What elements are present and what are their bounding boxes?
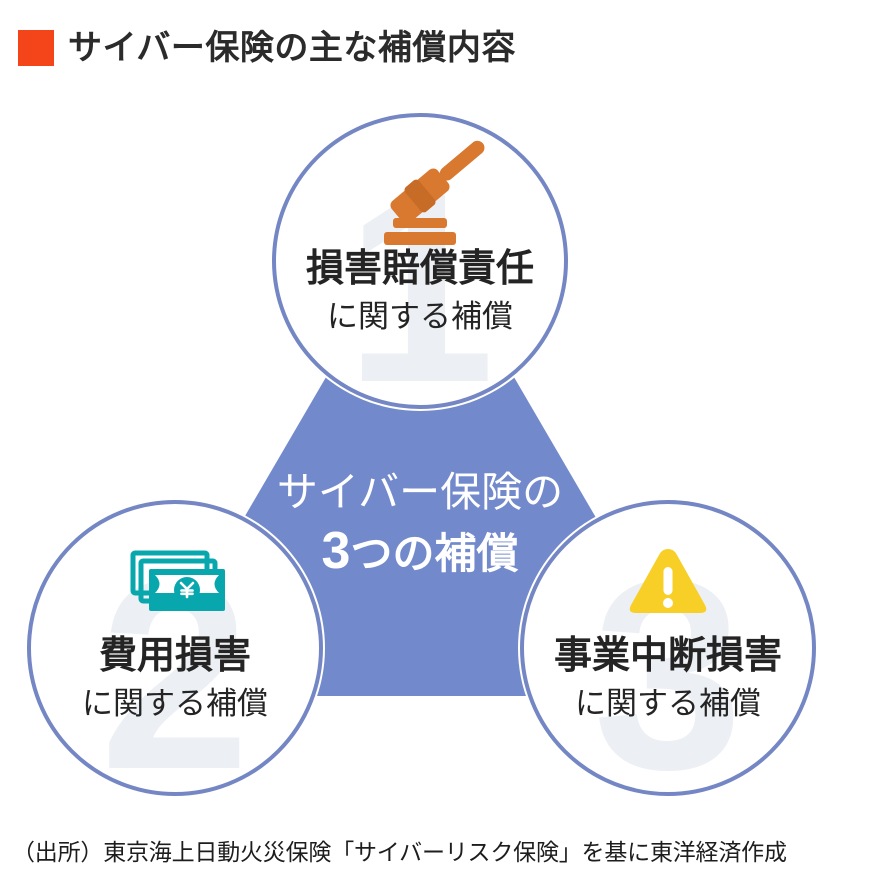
center-label: サイバー保険の 3つの補償 <box>277 469 563 580</box>
node-3-circle[interactable] <box>520 500 816 796</box>
node-card-3[interactable]: 3 事業中断損害 に関する補償 <box>520 500 816 826</box>
coverage-diagram: サイバー保険の 3つの補償 1 損害賠償責任 に関する補償 <box>0 96 870 826</box>
node-card-2[interactable]: 2 費用損害 に関する補償 <box>27 500 323 826</box>
center-label-suffix: つの補償 <box>350 530 518 577</box>
page-title: サイバー保険の主な補償内容 <box>68 29 516 67</box>
node-1-heading: 損害賠償責任 <box>306 248 534 290</box>
node-2-circle[interactable] <box>27 500 323 796</box>
center-label-line1: サイバー保険の <box>277 469 563 515</box>
node-1-circle[interactable] <box>272 113 568 409</box>
node-2-heading: 費用損害 <box>99 635 251 677</box>
banknotes-yen-icon <box>130 550 225 611</box>
node-1-subheading: に関する補償 <box>327 299 513 334</box>
warning-triangle-icon <box>629 549 707 613</box>
node-3-heading: 事業中断損害 <box>554 635 782 677</box>
center-label-line2: 3つの補償 <box>322 522 519 580</box>
node-card-1[interactable]: 1 損害賠償責任 に関する補償 <box>272 113 568 439</box>
source-note: （出所）東京海上日動火災保険「サイバーリスク保険」を基に東洋経済作成 <box>12 839 787 865</box>
node-3-subheading: に関する補償 <box>575 686 761 721</box>
center-label-number: 3 <box>322 522 351 580</box>
node-2-subheading: に関する補償 <box>82 686 268 721</box>
title-marker-square <box>18 30 54 66</box>
page-header: サイバー保険の主な補償内容 <box>0 0 870 96</box>
gavel-icon <box>384 140 485 245</box>
